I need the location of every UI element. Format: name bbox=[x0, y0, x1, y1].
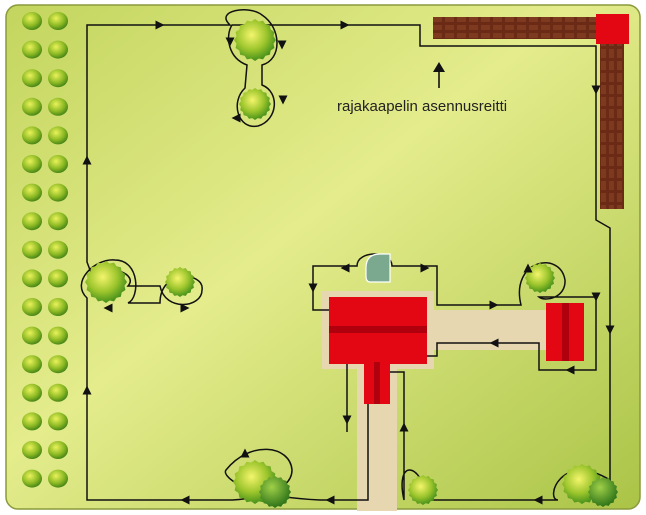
shrub-icon bbox=[48, 383, 68, 402]
boundary-wall bbox=[433, 14, 629, 209]
shrub-icon bbox=[48, 298, 68, 316]
direction-arrow-icon bbox=[277, 40, 287, 50]
shrub-icon bbox=[22, 183, 42, 202]
shrub-icon bbox=[48, 40, 68, 59]
bushes bbox=[85, 19, 618, 508]
garage-icon bbox=[546, 303, 584, 361]
direction-arrow-icon bbox=[533, 495, 543, 505]
direction-arrow-icon bbox=[180, 495, 190, 505]
shrub-icon bbox=[48, 240, 68, 259]
bush-icon bbox=[85, 261, 127, 303]
wall-corner-pillar bbox=[596, 14, 629, 44]
direction-arrow-icon bbox=[605, 325, 615, 335]
direction-arrow-icon bbox=[340, 263, 350, 273]
bush-icon bbox=[234, 19, 276, 61]
hedge-row bbox=[22, 12, 68, 488]
direction-arrow-icon bbox=[523, 263, 533, 273]
direction-arrow-icon bbox=[399, 422, 409, 432]
bush-icon bbox=[165, 267, 195, 297]
shrub-icon bbox=[22, 155, 42, 173]
direction-arrow-icon bbox=[489, 300, 499, 310]
shrub-icon bbox=[22, 126, 42, 145]
bush-icon bbox=[239, 88, 271, 120]
charging-station-icon bbox=[365, 253, 391, 283]
direction-arrow-icon bbox=[225, 37, 235, 47]
shrub-icon bbox=[22, 269, 42, 288]
shrub-icon bbox=[22, 441, 42, 459]
shrub-icon bbox=[22, 97, 42, 116]
shrub-icon bbox=[22, 40, 42, 59]
shrub-icon bbox=[22, 355, 42, 374]
direction-arrow-icon bbox=[308, 283, 318, 293]
direction-arrow-icon bbox=[565, 365, 575, 375]
shrub-icon bbox=[22, 69, 42, 88]
direction-arrow-icon bbox=[180, 303, 190, 313]
house-icon bbox=[329, 297, 427, 404]
shrub-icon bbox=[48, 12, 68, 30]
direction-arrow-icon bbox=[278, 95, 288, 105]
shrub-icon bbox=[48, 412, 68, 431]
direction-arrow-icon bbox=[240, 448, 250, 458]
shrub-icon bbox=[22, 383, 42, 402]
direction-arrow-icon bbox=[340, 20, 350, 30]
direction-arrow-icon bbox=[489, 338, 499, 348]
bush-icon bbox=[408, 475, 438, 505]
shrub-icon bbox=[22, 326, 42, 345]
shrub-icon bbox=[22, 469, 42, 488]
shrub-icon bbox=[48, 469, 68, 488]
shrub-icon bbox=[48, 97, 68, 116]
shrub-icon bbox=[48, 69, 68, 88]
direction-arrow-icon bbox=[325, 495, 335, 505]
direction-arrow-icon bbox=[82, 385, 92, 395]
shrub-icon bbox=[48, 183, 68, 202]
shrub-icon bbox=[48, 212, 68, 231]
bush-icon bbox=[259, 476, 291, 508]
label-pointer-arrow bbox=[433, 62, 445, 88]
shrub-icon bbox=[48, 269, 68, 288]
direction-arrow-icon bbox=[103, 303, 113, 313]
shrub-icon bbox=[48, 326, 68, 345]
direction-arrow-icon bbox=[155, 20, 165, 30]
shrub-icon bbox=[22, 212, 42, 231]
direction-arrows bbox=[82, 20, 615, 505]
cable-route-label: rajakaapelin asennusreitti bbox=[337, 98, 508, 115]
shrub-icon bbox=[48, 441, 68, 459]
direction-arrow-icon bbox=[591, 85, 601, 95]
direction-arrow-icon bbox=[82, 155, 92, 165]
direction-arrow-icon bbox=[342, 415, 352, 425]
shrub-icon bbox=[22, 240, 42, 259]
direction-arrow-icon bbox=[420, 263, 430, 273]
bush-icon bbox=[525, 263, 555, 293]
shrub-icon bbox=[22, 412, 42, 431]
shrub-icon bbox=[22, 12, 42, 30]
shrub-icon bbox=[22, 298, 42, 316]
lawn bbox=[5, 4, 641, 510]
shrub-icon bbox=[48, 126, 68, 145]
shrub-icon bbox=[48, 155, 68, 173]
shrub-icon bbox=[48, 355, 68, 374]
bush-icon bbox=[588, 477, 618, 507]
direction-arrow-icon bbox=[231, 113, 241, 123]
direction-arrow-icon bbox=[591, 292, 601, 302]
